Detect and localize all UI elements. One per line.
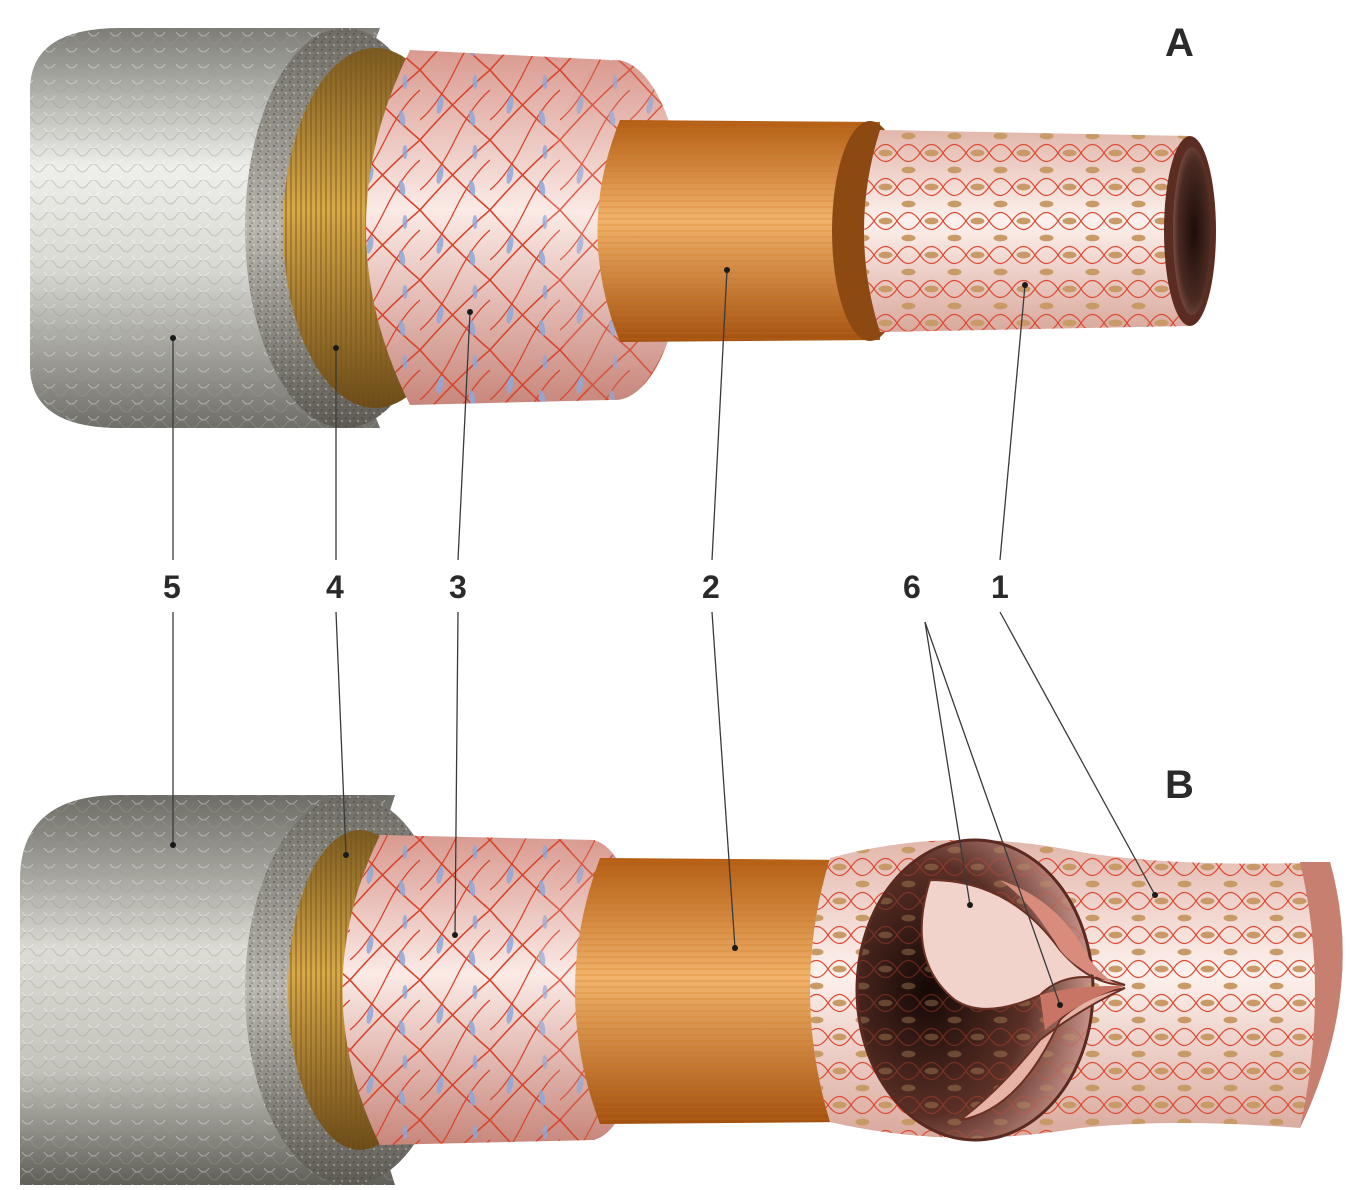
label-6: 6	[903, 569, 921, 605]
layer-2-membrane-b	[575, 858, 850, 1124]
label-4: 4	[326, 569, 344, 605]
vessel-a	[30, 28, 1216, 428]
label-5: 5	[163, 569, 181, 605]
label-3: 3	[449, 569, 467, 605]
panel-label-a: A	[1165, 21, 1194, 65]
vessel-b	[20, 795, 1343, 1185]
layer-2-membrane-a	[598, 120, 909, 342]
panel-label-b: B	[1165, 763, 1194, 807]
label-1: 1	[991, 569, 1009, 605]
layer-1-endothelium-a	[864, 130, 1216, 332]
label-2: 2	[702, 569, 720, 605]
